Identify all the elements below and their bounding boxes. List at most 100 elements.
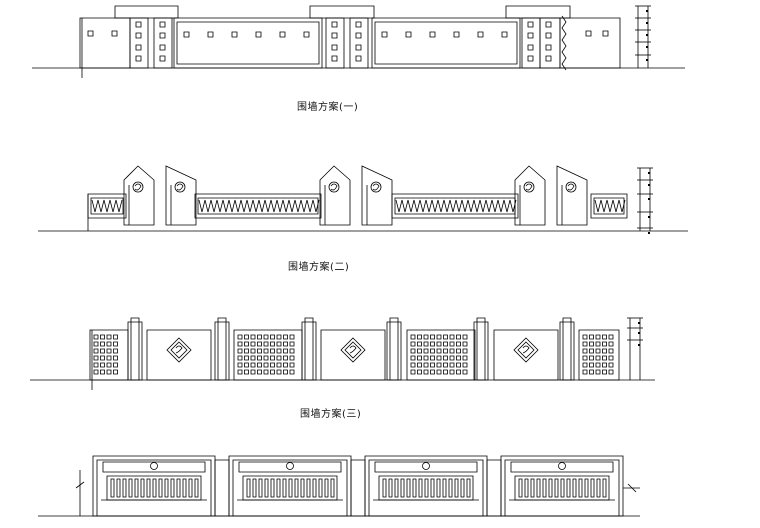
grid-opening bbox=[437, 335, 441, 339]
grid-opening bbox=[238, 349, 242, 353]
grid-opening bbox=[284, 356, 288, 360]
grid-opening bbox=[457, 335, 461, 339]
vent-opening bbox=[208, 32, 213, 37]
grid-opening bbox=[450, 356, 454, 360]
grid-opening bbox=[424, 349, 428, 353]
dimension-tick bbox=[76, 482, 84, 488]
grid-opening bbox=[444, 342, 448, 346]
baluster-panel bbox=[379, 476, 473, 500]
grid-opening bbox=[245, 363, 249, 367]
grid-opening bbox=[107, 370, 111, 374]
dimension-mark bbox=[648, 172, 650, 174]
grid-opening bbox=[94, 356, 98, 360]
post bbox=[351, 460, 365, 516]
grid-opening bbox=[603, 342, 607, 346]
vent-opening bbox=[232, 32, 237, 37]
vent-opening bbox=[136, 45, 141, 50]
dimension-mark bbox=[646, 10, 648, 12]
grid-opening bbox=[450, 335, 454, 339]
baluster bbox=[135, 479, 138, 497]
baluster bbox=[437, 479, 440, 497]
baluster bbox=[443, 479, 446, 497]
baluster bbox=[277, 479, 280, 497]
grid-opening bbox=[264, 335, 268, 339]
vent-opening bbox=[136, 33, 141, 38]
coping bbox=[115, 6, 178, 18]
baluster bbox=[425, 479, 428, 497]
vent-opening bbox=[356, 22, 361, 27]
grid-opening bbox=[94, 335, 98, 339]
railing-inset bbox=[91, 198, 123, 214]
baluster bbox=[461, 479, 464, 497]
dimension-mark bbox=[646, 22, 648, 24]
grid-opening bbox=[271, 335, 275, 339]
post bbox=[302, 322, 316, 380]
grid-opening bbox=[463, 349, 467, 353]
baluster bbox=[159, 479, 162, 497]
diamond-inner bbox=[518, 342, 534, 358]
grid-opening bbox=[284, 363, 288, 367]
grid-opening bbox=[590, 356, 594, 360]
grid-panel bbox=[407, 330, 475, 380]
vent-opening bbox=[112, 31, 117, 36]
ornament-circle bbox=[371, 182, 381, 192]
ornament-circle bbox=[423, 463, 430, 470]
coping bbox=[506, 6, 570, 18]
vent-opening bbox=[332, 22, 337, 27]
grid-opening bbox=[264, 363, 268, 367]
baluster bbox=[431, 479, 434, 497]
baluster bbox=[171, 479, 174, 497]
grid-opening bbox=[431, 370, 435, 374]
vent-opening bbox=[406, 32, 411, 37]
grid-opening bbox=[264, 370, 268, 374]
grid-opening bbox=[418, 363, 422, 367]
railing-frame bbox=[195, 194, 321, 218]
grid-opening bbox=[444, 370, 448, 374]
grid-opening bbox=[238, 370, 242, 374]
grid-opening bbox=[603, 370, 607, 374]
baluster bbox=[585, 479, 588, 497]
grid-panel bbox=[579, 330, 619, 380]
scheme-3-caption: 围墙方案(三) bbox=[300, 409, 362, 420]
baluster bbox=[413, 479, 416, 497]
grid-opening bbox=[583, 363, 587, 367]
ornament-curve bbox=[350, 346, 356, 353]
grid-opening bbox=[114, 342, 118, 346]
grid-opening bbox=[583, 356, 587, 360]
grid-opening bbox=[107, 342, 111, 346]
railing-inset bbox=[369, 460, 483, 516]
grid-opening bbox=[238, 356, 242, 360]
grid-opening bbox=[290, 370, 294, 374]
railing-inset bbox=[97, 460, 211, 516]
grid-opening bbox=[245, 370, 249, 374]
grid-opening bbox=[101, 356, 105, 360]
baluster bbox=[165, 479, 168, 497]
grid-opening bbox=[251, 370, 255, 374]
railing-lattice bbox=[92, 200, 122, 212]
vent-opening bbox=[430, 32, 435, 37]
railing-inset bbox=[395, 198, 515, 214]
grid-opening bbox=[101, 335, 105, 339]
dimension-mark bbox=[638, 322, 640, 324]
grid-opening bbox=[590, 363, 594, 367]
grid-opening bbox=[251, 356, 255, 360]
vent-opening bbox=[184, 32, 189, 37]
vent-opening bbox=[382, 32, 387, 37]
grid-opening bbox=[444, 363, 448, 367]
grid-opening bbox=[418, 370, 422, 374]
coping bbox=[310, 6, 374, 18]
grid-opening bbox=[277, 342, 281, 346]
ornament-circle bbox=[559, 463, 566, 470]
grid-opening bbox=[251, 363, 255, 367]
baluster bbox=[525, 479, 528, 497]
railing-lattice bbox=[595, 200, 625, 212]
post-cap bbox=[305, 318, 313, 380]
vent-opening bbox=[160, 33, 165, 38]
baluster bbox=[543, 479, 546, 497]
grid-opening bbox=[245, 356, 249, 360]
dimension-mark bbox=[646, 34, 648, 36]
grid-opening bbox=[583, 335, 587, 339]
grid-opening bbox=[590, 335, 594, 339]
ornament-curve bbox=[177, 184, 183, 190]
grid-opening bbox=[245, 335, 249, 339]
